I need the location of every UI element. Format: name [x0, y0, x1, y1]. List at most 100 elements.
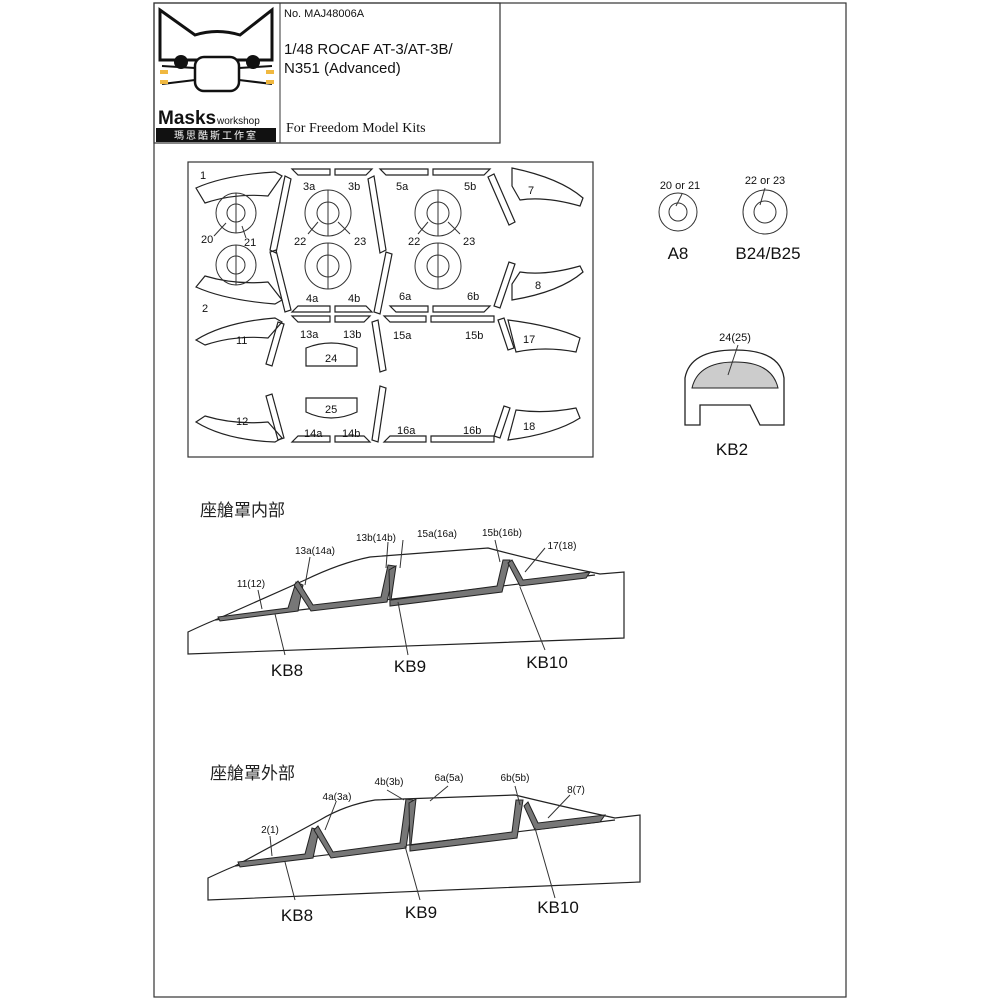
wheel-a8-caption: 20 or 21 — [660, 180, 700, 192]
mask-7-shape — [511, 167, 584, 207]
kb2-name: KB2 — [716, 440, 748, 459]
canopy-inner-callout-15b-16b: 15b(16b) — [482, 528, 522, 539]
mask-3b-strip — [334, 168, 374, 176]
label-15a: 15a — [393, 330, 412, 342]
mask-sheet-frame — [187, 161, 594, 458]
mask-16b-side — [493, 405, 511, 439]
mask-5b-strip — [432, 168, 492, 176]
label-2: 2 — [202, 303, 208, 315]
mask-25-shape — [305, 397, 358, 419]
mask-11-shape — [194, 317, 283, 346]
mask-14a-side — [265, 393, 285, 441]
canopy-inner-part-kb8: KB8 — [271, 661, 303, 680]
canopy-inner-diagram: 座艙罩内部 11(12) 13a(14a) 13b(14b) 15a(16a) … — [187, 501, 625, 680]
kb2-caption: 24(25) — [719, 332, 751, 344]
label-16b: 16b — [463, 425, 481, 437]
header-frame — [153, 2, 501, 144]
label-22-b: 22 — [408, 236, 420, 248]
mask-22-23-wheel-a — [304, 189, 352, 237]
mask-15b-side — [497, 317, 515, 351]
label-13a: 13a — [300, 329, 319, 341]
label-24: 24 — [325, 353, 337, 365]
mask-16a-strip — [382, 435, 427, 443]
canopy-outer-part-kb9: KB9 — [405, 903, 437, 922]
label-6b: 6b — [467, 291, 479, 303]
label-22-a: 22 — [294, 236, 306, 248]
mask-15a-strip — [382, 315, 427, 323]
mask-17-shape — [507, 319, 581, 353]
mask-22-23-wheel-d — [414, 242, 462, 290]
title-line-2: N351 (Advanced) — [284, 60, 401, 77]
mask-13a-strip — [290, 315, 331, 323]
mask-13a-side — [265, 321, 285, 367]
mask-4b-side — [373, 251, 393, 315]
wheel-mask-a8: 20 or 21 A8 — [658, 180, 700, 263]
mask-6b-strip — [432, 305, 492, 313]
label-13b: 13b — [343, 329, 361, 341]
canopy-outer-callout-6a-5a: 6a(5a) — [435, 773, 464, 784]
label-21: 21 — [244, 237, 256, 249]
label-6a: 6a — [399, 291, 412, 303]
canopy-outer-part-kb10: KB10 — [537, 898, 579, 917]
brand-suffix: workshop — [216, 116, 260, 127]
masks-workshop-logo-icon — [158, 6, 274, 93]
mask-12-shape — [194, 415, 283, 443]
label-4b: 4b — [348, 293, 360, 305]
canopy-inner-callout-13b-14b: 13b(14b) — [356, 533, 396, 544]
canopy-outer-callout-4a-3a: 4a(3a) — [323, 792, 352, 803]
header-block: Masks workshop 瑪思酷斯工作室 No. MAJ48006A 1/4… — [153, 2, 501, 144]
label-12: 12 — [236, 416, 248, 428]
label-23-b: 23 — [463, 236, 475, 248]
mask-13b-strip — [334, 315, 372, 323]
label-7: 7 — [528, 185, 534, 197]
mask-6a-strip — [388, 305, 429, 313]
label-20: 20 — [201, 234, 213, 246]
mask-22-23-wheel-b — [304, 242, 352, 290]
canopy-outer-callout-2-1: 2(1) — [261, 825, 279, 836]
canopy-inner-part-kb10: KB10 — [526, 653, 568, 672]
label-15b: 15b — [465, 330, 483, 342]
label-25: 25 — [325, 404, 337, 416]
label-23-a: 23 — [354, 236, 366, 248]
mask-22-23-wheel-c — [414, 189, 462, 237]
canopy-outer-title: 座艙罩外部 — [210, 764, 295, 784]
label-4a: 4a — [306, 293, 319, 305]
mask-13b-side — [371, 319, 387, 373]
canopy-inner-title: 座艙罩内部 — [200, 501, 285, 521]
label-5b: 5b — [464, 181, 476, 193]
mask-24-shape — [305, 342, 358, 367]
wheel-b24-name: B24/B25 — [735, 244, 800, 263]
mask-4a-strip — [290, 305, 331, 313]
mask-5a-strip — [378, 168, 429, 176]
mask-3a-side — [269, 175, 292, 254]
mask-5b-side — [487, 173, 516, 226]
mask-21-wheel — [215, 244, 257, 286]
mask-6b-side — [493, 261, 516, 309]
label-3a: 3a — [303, 181, 316, 193]
kb2-part: 24(25) KB2 — [684, 332, 785, 459]
canopy-inner-callout-13a-14a: 13a(14a) — [295, 546, 335, 557]
label-16a: 16a — [397, 425, 416, 437]
canopy-inner-part-kb9: KB9 — [394, 657, 426, 676]
wheel-a8-name: A8 — [668, 244, 689, 263]
label-11: 11 — [236, 335, 247, 347]
label-5a: 5a — [396, 181, 409, 193]
label-14a: 14a — [304, 428, 323, 440]
canopy-outer-callout-8-7: 8(7) — [567, 785, 585, 796]
label-17: 17 — [523, 334, 535, 346]
label-3b: 3b — [348, 181, 360, 193]
mask-14a-strip — [290, 435, 331, 443]
canopy-inner-callout-11-12: 11(12) — [237, 579, 265, 590]
brand-name: Masks — [158, 108, 216, 129]
mask-14b-strip — [334, 435, 372, 443]
canopy-inner-callout-17-18: 17(18) — [548, 541, 577, 552]
canopy-outer-callout-4b-3b: 4b(3b) — [375, 777, 404, 788]
mask-3b-side — [367, 175, 387, 254]
tagline: For Freedom Model Kits — [286, 121, 426, 136]
canopy-outer-part-kb8: KB8 — [281, 906, 313, 925]
mask-15b-strip — [430, 315, 495, 323]
mask-3a-strip — [290, 168, 331, 176]
label-14b: 14b — [342, 428, 360, 440]
mask-8-shape — [511, 265, 584, 301]
